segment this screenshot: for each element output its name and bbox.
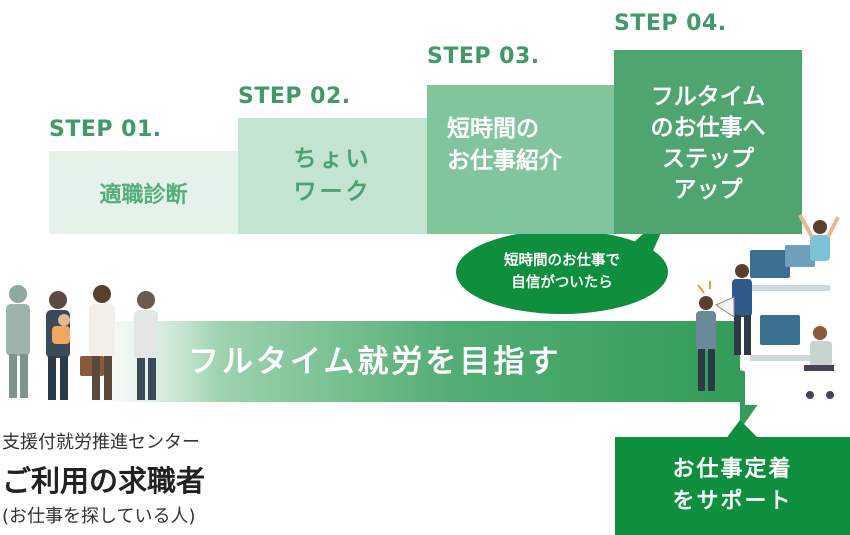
- step-2-label: STEP 02.: [238, 84, 351, 109]
- support-text: お仕事定着 をサポート: [672, 457, 793, 514]
- step-2-text: ちょい ワーク: [293, 145, 372, 205]
- org-label: 支援付就労推進センター: [2, 432, 200, 453]
- step-4-label: STEP 04.: [614, 11, 727, 36]
- step-4-box: フルタイム のお仕事へ ステップ アップ: [614, 50, 802, 234]
- user-subtitle: (お仕事を探している人): [2, 506, 196, 527]
- support-box: お仕事定着 をサポート: [615, 437, 850, 535]
- office-workers-illustration: [696, 214, 840, 399]
- step-3-label: STEP 03.: [427, 44, 540, 69]
- user-title: ご利用の求職者: [2, 464, 206, 498]
- step-1-box: 適職診断: [49, 151, 238, 234]
- step-1-text: 適職診断: [99, 182, 188, 208]
- goal-arrow-text: フルタイム就労を目指す: [188, 344, 562, 380]
- bubble-text: 短時間のお仕事で 自信がついたら: [504, 253, 620, 291]
- megaphone-icon: [697, 281, 735, 318]
- step-3-text: 短時間の お仕事紹介: [447, 116, 562, 175]
- step-4-text: フルタイム のお仕事へ ステップ アップ: [650, 83, 766, 204]
- step-3-box: 短時間の お仕事紹介: [427, 85, 614, 234]
- step-1-label: STEP 01.: [49, 117, 162, 142]
- step-2-box: ちょい ワーク: [238, 118, 427, 234]
- people-group-illustration: [6, 285, 158, 400]
